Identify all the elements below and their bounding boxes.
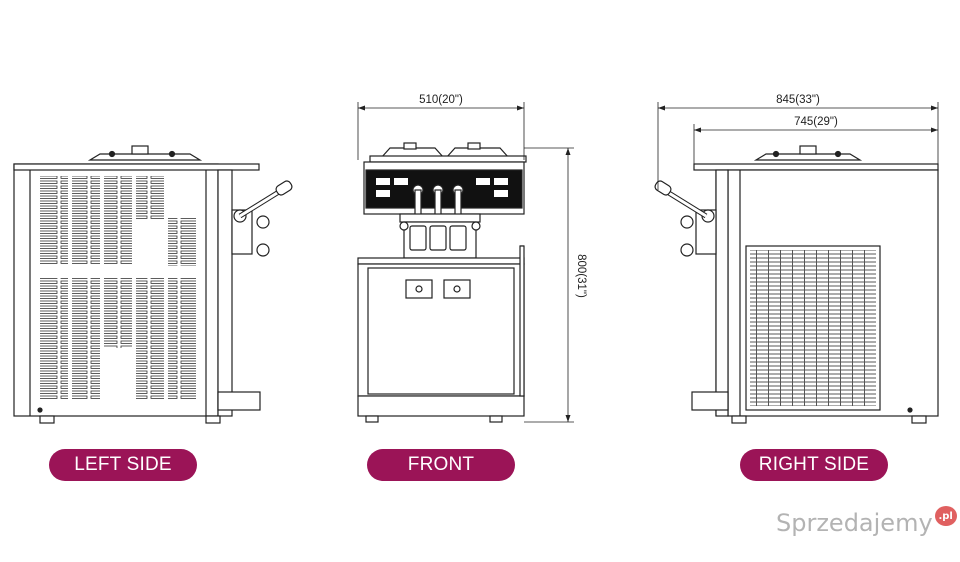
right-total-depth-label: 845(33") (776, 94, 820, 106)
right-body-depth-label: 745(29") (794, 116, 838, 128)
front-view (357, 102, 574, 423)
right-side-view (654, 102, 939, 424)
watermark-text: Sprzedajemy (776, 509, 933, 537)
front-height-label: 800(31") (575, 254, 587, 298)
left-side-label: LEFT SIDE (49, 449, 197, 481)
watermark: Sprzedajemy .pl (776, 506, 957, 538)
left-side-view (13, 145, 293, 424)
front-width-label: 510(20") (419, 94, 463, 106)
front-label: FRONT (367, 449, 515, 481)
right-side-label: RIGHT SIDE (740, 449, 888, 481)
watermark-badge: .pl (934, 506, 957, 526)
